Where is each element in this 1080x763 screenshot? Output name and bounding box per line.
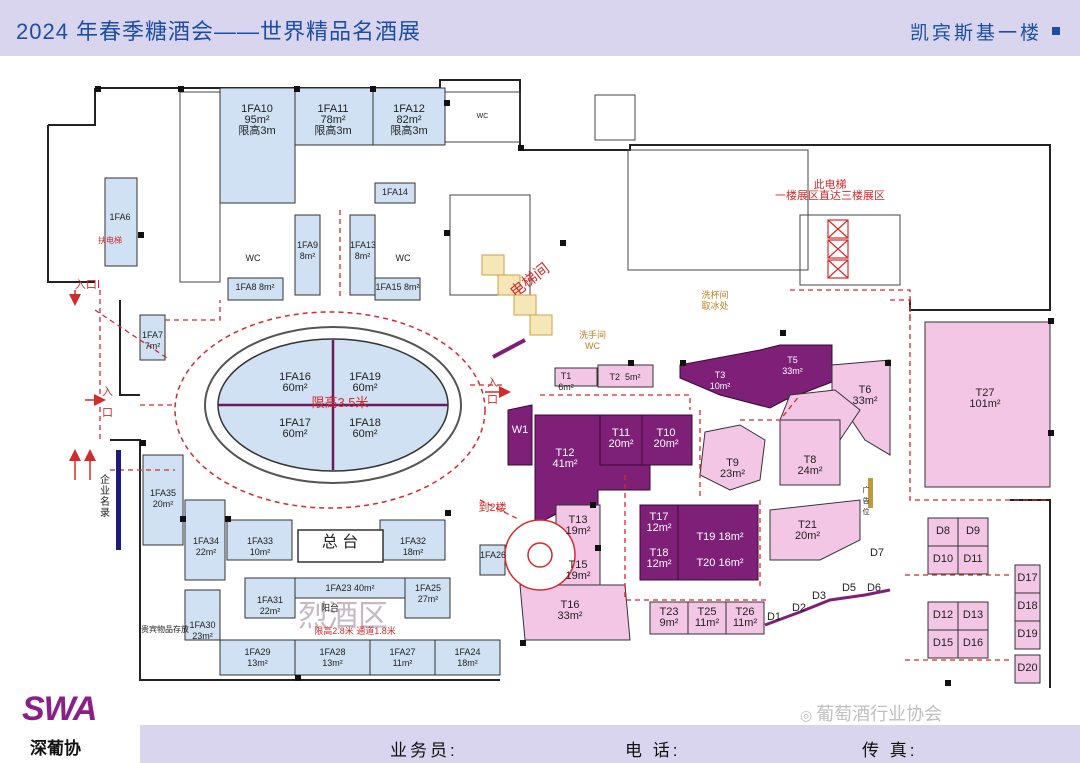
page-title: 2024 年春季糖酒会——世界精品名酒展 [16,19,422,44]
hall-height-label: 限高3.5米 [311,395,369,410]
floor-square-icon [1052,27,1060,35]
ad-label: 广告位 [862,487,870,516]
booth-d7: D7 [869,547,885,559]
wc-right-label: WC [395,253,411,263]
booth-d10: D10 [932,553,954,565]
balcony-label: 阳台 [320,603,339,613]
main-desk-label: 总 台 [321,534,359,551]
swa-logo: SWA 深葡协 [22,690,97,758]
watermark-text: ◎ 葡萄酒行业协会 [800,704,943,724]
booth-d20: D20 [1017,662,1038,674]
booth-t19: T19 18m² [696,531,744,543]
wc-left-label: WC [245,253,261,263]
booth-d18: D18 [1017,600,1038,612]
booth-1fa26: 1FA26 [480,550,507,560]
wine-zone-label: 烈酒区 [298,600,388,633]
booth-d8: D8 [935,525,951,537]
booth-1fa14: 1FA14 [381,187,409,197]
booth-t20: T20 16m² [696,557,744,569]
booth-1fa15: 1FA15 8m² [375,282,420,292]
booth-d16: D16 [962,637,984,649]
booth-d5: D5 [841,582,857,594]
booth-d2: D2 [791,602,807,614]
entrance-1-label: 入口Ⅰ [74,279,101,291]
elevator-note: 此电梯一楼展区直达三楼展区 [775,179,885,202]
booth-1fa6: 1FA6 [109,212,131,222]
zone-height-label: 限高2.8米 通道1.8米 [314,626,396,636]
booth-d6: D6 [866,582,882,594]
booth-w1: W1 [511,424,529,436]
booth-d3: D3 [811,590,827,602]
booth-d12: D12 [932,609,954,621]
booth-d19: D19 [1017,628,1038,640]
floor-label: 凯宾斯基一楼 [909,23,1042,44]
entrance-3-label: 入口 [487,377,498,406]
booth-t2: T2 5m² [609,372,641,382]
cup-room-label: 洗杯间取冰处 [701,290,729,311]
company-list-label: 企业名录 [100,475,110,519]
header-bar [0,0,1080,56]
booth-d1: D1 [766,611,782,623]
salesperson-label: 业务员: [390,741,458,760]
entrance-2-label: 入口 [102,386,113,419]
storage-label: 贵宾物品存放 [141,625,189,634]
booth-1fa23: 1FA23 40m² [325,583,375,593]
floor-plan-map [47,79,1054,688]
booth-d15: D15 [932,637,954,649]
wc-top-label: WC [476,113,489,120]
footer-contact-bar [140,725,1080,763]
booth-1fa8: 1FA8 8m² [235,282,275,292]
booth-d9: D9 [965,525,981,537]
stair-label: 扶电梯 [98,236,122,245]
fax-label: 传 真: [862,741,918,760]
wechat-icon: ◎ [800,707,817,723]
to-2f-label: 到2楼 [478,502,507,514]
booth-d17: D17 [1017,572,1038,584]
booth-d11: D11 [963,553,983,565]
phone-label: 电 话: [625,741,681,760]
booth-d13: D13 [962,609,984,621]
